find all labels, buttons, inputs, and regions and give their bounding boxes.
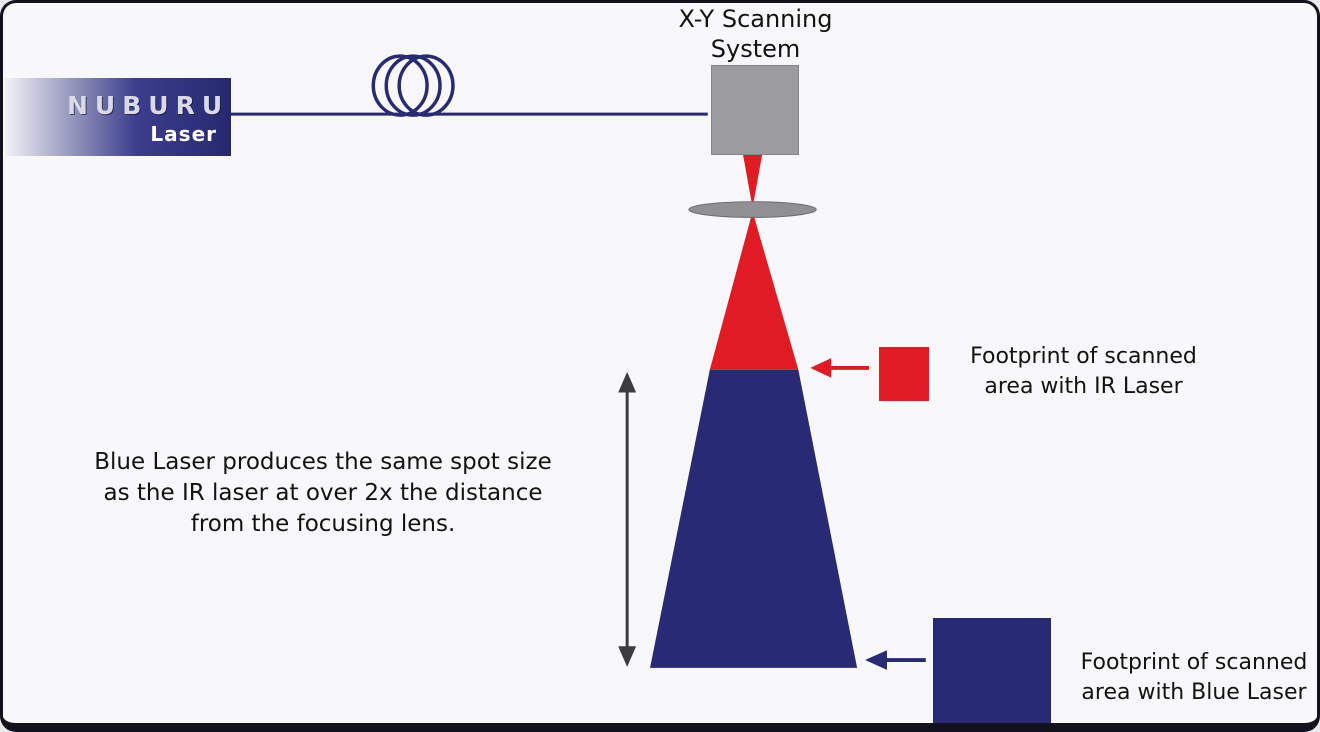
focusing-lens — [688, 201, 817, 218]
blue-beam-cone — [650, 369, 858, 668]
note-line2: as the IR laser at over 2x the distance — [103, 480, 543, 506]
scanner-label-line2: System — [710, 35, 801, 63]
diagram-graphics — [229, 54, 926, 670]
scanner-label: X-Y Scanning System — [643, 4, 868, 64]
laser-product-label: Laser — [150, 122, 217, 146]
converging-beam — [742, 152, 763, 208]
ir-beam-cone — [709, 211, 799, 370]
fiber-coil-loop — [371, 54, 429, 117]
nuburu-laser-box: NUBURU Laser — [5, 78, 231, 156]
ir-arrow-head — [810, 358, 832, 378]
scanner-label-line1: X-Y Scanning — [678, 5, 833, 33]
blue-arrow-head — [865, 650, 887, 670]
blue-footprint-swatch — [933, 618, 1051, 723]
ir-footprint-line2: area with IR Laser — [984, 374, 1183, 399]
distance-arrow-top-head — [618, 371, 637, 393]
note-line1: Blue Laser produces the same spot size — [94, 449, 552, 475]
blue-footprint-line2: area with Blue Laser — [1081, 680, 1307, 705]
fiber-coil-loop — [397, 54, 455, 117]
distance-arrow-bottom-head — [618, 646, 637, 667]
ir-footprint-label: Footprint of scanned area with IR Laser — [951, 342, 1216, 402]
note-text: Blue Laser produces the same spot size a… — [38, 447, 608, 540]
ir-footprint-line1: Footprint of scanned — [970, 344, 1197, 369]
blue-footprint-line1: Footprint of scanned — [1080, 650, 1308, 675]
ir-footprint-swatch — [879, 347, 929, 401]
nuburu-logo: NUBURU — [67, 91, 230, 120]
xy-scanner-box — [711, 65, 799, 155]
fiber-coil-loop — [384, 54, 442, 117]
note-line3: from the focusing lens. — [190, 511, 456, 537]
blue-footprint-label: Footprint of scanned area with Blue Lase… — [1065, 648, 1317, 708]
